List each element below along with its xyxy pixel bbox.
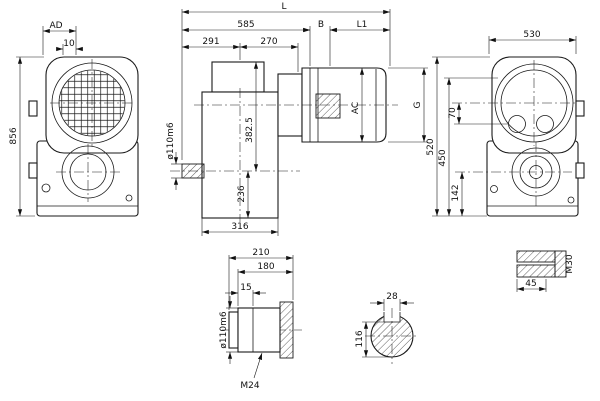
dim-l1-label: L1 — [357, 20, 368, 30]
dim-530-label: 530 — [523, 30, 540, 40]
dim-316-label: 316 — [231, 222, 248, 232]
shaft-detail-diameter-label: ø110m6 — [219, 311, 229, 348]
key-end — [554, 250, 567, 278]
mount-tab — [575, 100, 585, 117]
dim-b-label: B — [318, 20, 324, 30]
dim-291-label: 291 — [202, 37, 219, 47]
mount-hole — [490, 185, 498, 193]
key-bar — [516, 264, 556, 278]
rear-view: 530 70 520 450 142 — [426, 30, 585, 217]
shaft-body — [237, 307, 281, 353]
shaft-tip — [228, 311, 239, 349]
dim-585-label: 585 — [237, 20, 254, 30]
mount-hole — [41, 183, 51, 193]
dim-520-label: 520 — [426, 138, 436, 155]
thread-m30-label: M30 — [565, 254, 575, 273]
mount-tab — [28, 162, 38, 179]
section-detail-view: 28 116 — [355, 292, 419, 364]
mount-hole — [125, 194, 133, 202]
shaft-diameter-label: ø110m6 — [166, 122, 176, 159]
key-bar — [516, 250, 556, 263]
dim-ac-label: AC — [351, 102, 361, 114]
mount-tab — [28, 100, 38, 117]
side-view: L 585 B L1 291 270 382.5 236 ø110m6 AC G — [166, 2, 428, 236]
dim-270-label: 270 — [260, 37, 277, 47]
dim-856-label: 856 — [9, 127, 19, 144]
dim-ad-label: AD — [49, 21, 62, 31]
dim-28-label: 28 — [386, 292, 398, 302]
dim-15-label: 15 — [240, 283, 251, 293]
dim-450-label: 450 — [438, 149, 448, 166]
dim-382-5-label: 382.5 — [245, 117, 255, 143]
dim-180-label: 180 — [257, 262, 274, 272]
front-view: AD 10 856 — [9, 21, 139, 217]
shaft-detail-view: 210 180 15 ø110m6 M24 — [219, 248, 302, 391]
dim-g-label: G — [413, 101, 423, 108]
inspection-hole — [536, 115, 554, 133]
shaft-collar — [279, 301, 294, 359]
dim-70-label: 70 — [448, 107, 458, 119]
dim-10-label: 10 — [63, 39, 75, 49]
thread-m24-label: M24 — [240, 381, 259, 391]
stator-section — [315, 93, 341, 119]
dim-l-label: L — [281, 2, 286, 12]
mount-hole — [567, 196, 575, 204]
dim-142-label: 142 — [451, 184, 461, 201]
dim-116-label: 116 — [355, 330, 365, 347]
mount-tab — [575, 162, 585, 179]
dim-236-label: 236 — [237, 185, 247, 202]
dim-45-label: 45 — [525, 279, 536, 289]
dim-210-label: 210 — [252, 248, 269, 258]
key-detail-view: M30 45 — [516, 250, 575, 292]
inspection-hole — [508, 115, 526, 133]
